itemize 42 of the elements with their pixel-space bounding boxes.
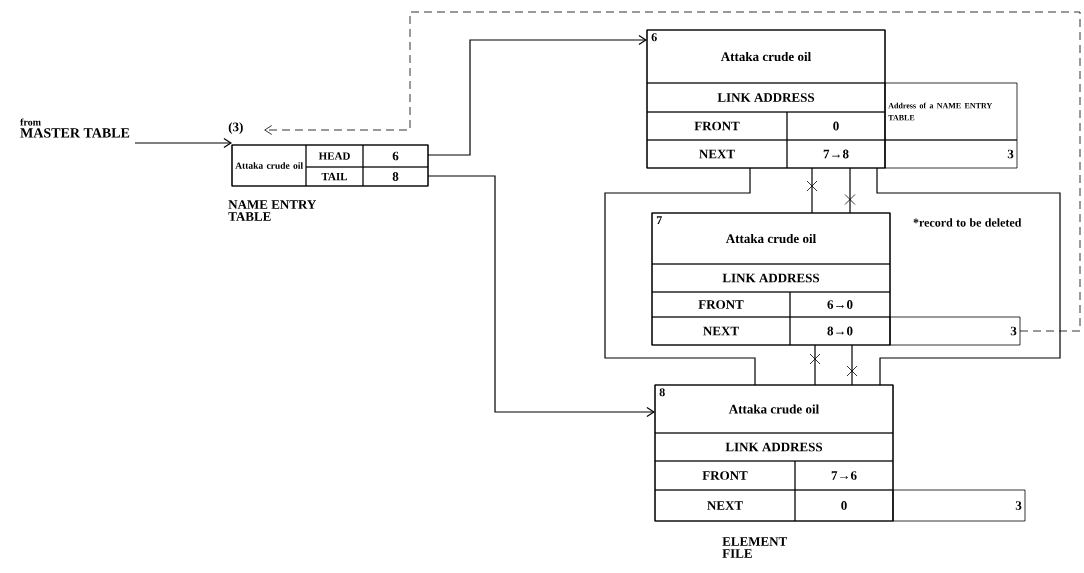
table-cell: 3	[889, 316, 1021, 346]
table-cell: NEXT	[654, 489, 796, 522]
table-cell: Address of a NAME ENTRY TABLE	[884, 82, 1018, 141]
table-cell: HEAD	[305, 144, 364, 168]
table-cell: Attaka crude oil	[231, 144, 307, 187]
note: *record to be deleted	[913, 218, 1022, 227]
table-cell: FRONT	[654, 460, 796, 491]
arrow	[427, 34, 647, 156]
table-cell: 8→0	[789, 316, 891, 346]
connector-line	[876, 167, 1061, 386]
table-cell: NEXT	[651, 316, 791, 346]
table-caption: (3)	[228, 122, 243, 134]
table-cell: LINK ADDRESS	[654, 432, 894, 462]
table-cell: 7→6	[794, 460, 894, 491]
crossed-link	[844, 167, 856, 214]
table-cell: FRONT	[646, 111, 788, 141]
table-cell: 0	[786, 111, 886, 141]
table-cell: 3	[884, 139, 1018, 169]
record-number: 6	[651, 33, 657, 42]
arrow	[427, 175, 655, 418]
crossed-link	[809, 344, 821, 386]
table-cell: FRONT	[651, 291, 791, 318]
table-caption: NAME ENTRY TABLE	[228, 200, 317, 221]
table-cell: 0	[794, 489, 894, 522]
table-cell: NEXT	[646, 139, 788, 169]
crossed-link	[806, 167, 818, 214]
table-cell: LINK ADDRESS	[646, 82, 886, 113]
table-cell: 8	[362, 166, 429, 187]
connector-line	[604, 167, 756, 386]
dashed-arrow	[264, 11, 1081, 332]
table-cell: 6	[362, 144, 429, 168]
arrow	[134, 137, 232, 149]
table-cell: LINK ADDRESS	[651, 263, 891, 293]
table-cell: 7→8	[786, 139, 886, 169]
crossed-link	[846, 344, 858, 386]
table-cell: 3	[892, 489, 1026, 522]
source-label: from MASTER TABLE	[20, 118, 130, 138]
table-caption: ELEMENT FILE	[722, 537, 787, 558]
record-number: 8	[659, 388, 665, 397]
table-cell: TAIL	[305, 166, 364, 187]
table-cell: 6→0	[789, 291, 891, 318]
record-number: 7	[656, 216, 662, 225]
